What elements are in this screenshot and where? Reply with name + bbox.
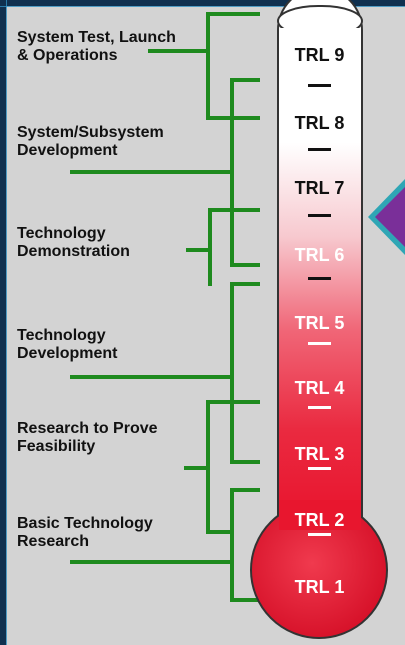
connector-system-dev: [230, 78, 260, 212]
trl-separator: [308, 406, 331, 409]
trl-separator: [308, 84, 331, 87]
stage-label: Research to Prove Feasibility: [17, 420, 158, 455]
trl-label: TRL 2: [294, 510, 345, 530]
frame-line: [0, 6, 405, 7]
connector-tech-dev: [230, 282, 260, 404]
trl-label: TRL 1: [294, 577, 345, 597]
trl-separator: [308, 214, 331, 217]
trl-separator: [308, 148, 331, 151]
trl-label: TRL 6: [294, 245, 345, 265]
trl-label: TRL 4: [294, 378, 345, 398]
stage-label: Basic Technology Research: [17, 515, 153, 550]
stage-label: Technology Demonstration: [17, 225, 130, 260]
trl-label: TRL 5: [294, 313, 345, 333]
trl-separator: [308, 533, 331, 536]
stage-label: Technology Development: [17, 327, 118, 362]
trl-label: TRL 9: [294, 45, 345, 65]
stage-label: System/Subsystem Development: [17, 124, 164, 159]
trl-separator: [308, 342, 331, 345]
connector-basic-research: [230, 488, 260, 602]
trl-separator: [308, 277, 331, 280]
stage-label: System Test, Launch & Operations: [17, 29, 176, 64]
connector-tech-demo-lower: [230, 208, 260, 267]
trl-label: TRL 3: [294, 444, 345, 464]
trl-label: TRL 7: [294, 178, 345, 198]
trl-separator: [308, 467, 331, 470]
pointer-arrow: [375, 185, 405, 249]
trl-label: TRL 8: [294, 113, 345, 133]
connector-research-lower: [230, 400, 260, 464]
frame-line: [6, 0, 7, 645]
connector-tech-demo: [208, 208, 260, 286]
